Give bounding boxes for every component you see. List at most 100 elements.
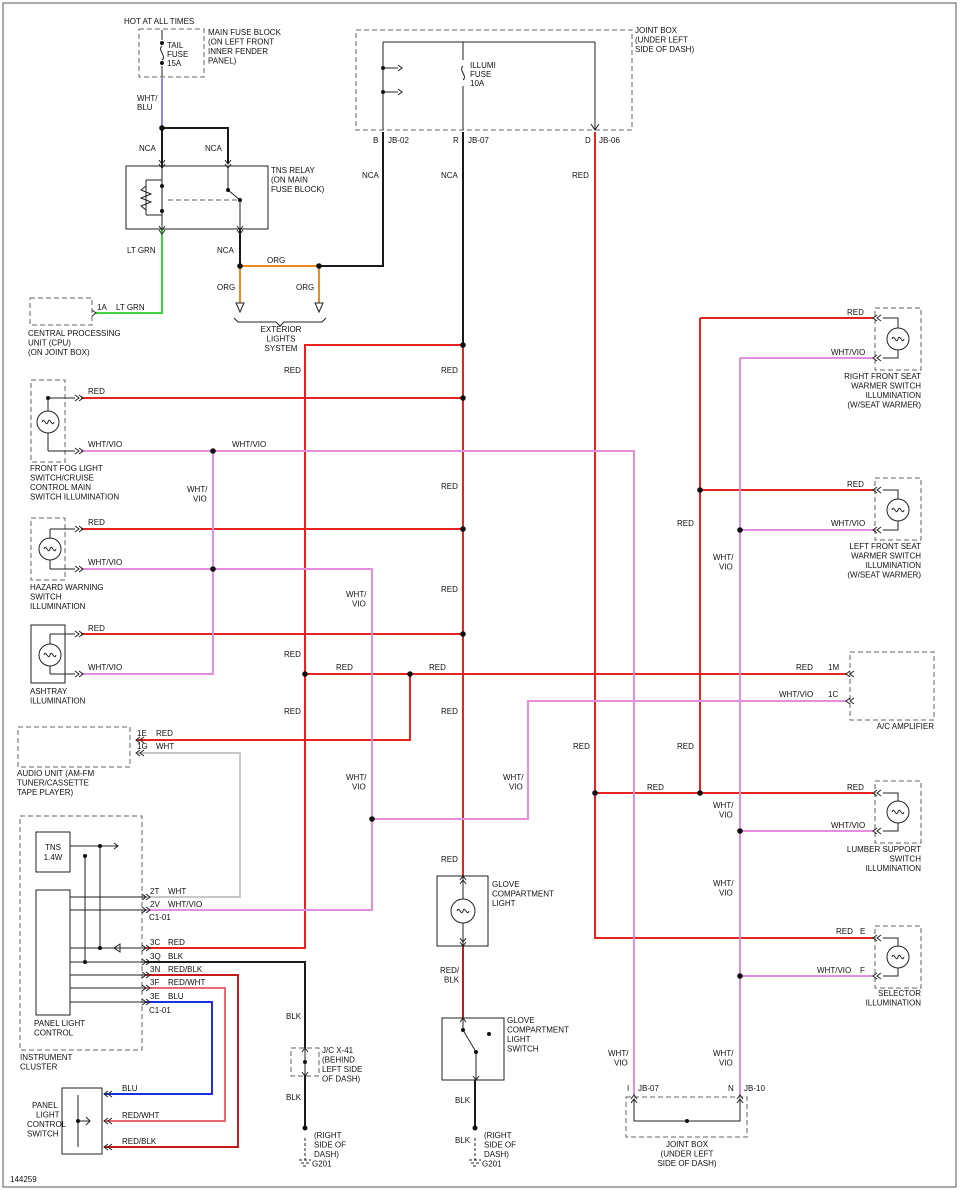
org-label-3: ORG bbox=[296, 283, 314, 292]
pin-1g: 1G bbox=[137, 742, 148, 751]
tail-fuse-box bbox=[138, 28, 205, 78]
red-label-fog: RED bbox=[88, 387, 105, 396]
pin-2v: 2V bbox=[150, 900, 160, 909]
red-label-3c: RED bbox=[168, 938, 185, 947]
wht-vio-label-lf: WHT/VIO bbox=[831, 519, 865, 528]
selector-illumination-box bbox=[874, 925, 922, 989]
blu-label-switch: BLU bbox=[122, 1084, 138, 1093]
wire-blk-cluster-ground bbox=[146, 961, 306, 1128]
red-label-glove: RED bbox=[441, 855, 458, 864]
ac-amplifier-box bbox=[849, 651, 935, 721]
c101-label-2: C1-01 bbox=[149, 1006, 171, 1015]
red-label-c9: RED bbox=[441, 707, 458, 716]
jb10-label: JB-10 bbox=[744, 1084, 765, 1093]
red-label-c8: RED bbox=[284, 707, 301, 716]
wht-label-2t: WHT bbox=[168, 887, 186, 896]
red-blk-label-3n: RED/BLK bbox=[168, 965, 203, 974]
jc-x41-box bbox=[290, 1047, 320, 1077]
wht-label-audio: WHT bbox=[156, 742, 174, 751]
ground-g201-left bbox=[299, 1138, 311, 1167]
nca-label-2: NCA bbox=[205, 144, 223, 153]
tail-fuse bbox=[160, 30, 164, 77]
wht-vio-label-stack-1: WHT/VIO bbox=[187, 485, 208, 504]
ground-g201-right bbox=[469, 1138, 481, 1167]
wht-vio-label-selector: WHT/VIO bbox=[817, 966, 851, 975]
nca-label-1: NCA bbox=[139, 144, 157, 153]
pin-n: N bbox=[728, 1084, 734, 1093]
wire-red-jb06 bbox=[594, 132, 873, 939]
wht-vio-label-rf: WHT/VIO bbox=[831, 348, 865, 357]
wht-vio-label-stack-5: WHT/VIO bbox=[713, 553, 734, 572]
joint-box-bottom bbox=[625, 1096, 748, 1138]
org-label-1: ORG bbox=[267, 256, 285, 265]
pin-1m: 1M bbox=[828, 663, 839, 672]
red-label-audio: RED bbox=[156, 729, 173, 738]
red-label-hazard: RED bbox=[88, 518, 105, 527]
hot-at-all-times-label: HOT AT ALL TIMES bbox=[124, 17, 194, 26]
joint-box-top-bus bbox=[382, 41, 596, 130]
jb07-label-bottom: JB-07 bbox=[638, 1084, 659, 1093]
wires bbox=[81, 78, 873, 1148]
wire-red-audio bbox=[136, 674, 411, 741]
wht-vio-label-fog: WHT/VIO bbox=[88, 440, 122, 449]
red-label-rf: RED bbox=[847, 308, 864, 317]
lt-grn-label-2: LT GRN bbox=[116, 303, 145, 312]
red-blk-label-switch: RED/BLK bbox=[122, 1137, 157, 1146]
pin-1a: 1A bbox=[97, 303, 107, 312]
glove-switch-box bbox=[441, 1017, 505, 1081]
jb07-label-top: JB-07 bbox=[468, 136, 489, 145]
wire-wht-vio-fog bbox=[81, 450, 635, 1095]
audio-unit-box bbox=[17, 726, 131, 768]
wht-vio-label-stack-6: WHT/VIO bbox=[713, 801, 734, 820]
red-label-c7: RED bbox=[429, 663, 446, 672]
wire-wht-vio-left-vertical bbox=[81, 451, 373, 911]
red-wht-label-switch: RED/WHT bbox=[122, 1111, 159, 1120]
fog-switch-box bbox=[30, 379, 66, 463]
wht-vio-label-ashtray: WHT/VIO bbox=[88, 663, 122, 672]
figure-number: 144259 bbox=[10, 1175, 37, 1184]
wht-blu-label: WHT/BLU bbox=[137, 94, 158, 112]
rf-seat-warmer-box bbox=[874, 307, 922, 371]
blk-label-cluster-2: BLK bbox=[286, 1093, 302, 1102]
pin-i-label: I bbox=[627, 1084, 629, 1093]
wire-wht-vio-ac-amp bbox=[372, 700, 846, 820]
connector-chevrons bbox=[74, 159, 882, 1151]
pin-1e: 1E bbox=[137, 729, 147, 738]
exterior-lights-brace bbox=[233, 317, 327, 327]
pin-3c: 3C bbox=[150, 938, 160, 947]
red-label-c2: RED bbox=[441, 366, 458, 375]
pin-f: F bbox=[860, 966, 865, 975]
pin-r: R bbox=[453, 136, 459, 145]
wire-red-blk-switch bbox=[104, 974, 239, 1148]
tns-relay-box bbox=[125, 165, 269, 230]
pin-b: B bbox=[373, 136, 378, 145]
wire-org bbox=[239, 265, 320, 303]
red-label-r2: RED bbox=[573, 742, 590, 751]
red-blk-label-glove: RED/BLK bbox=[440, 966, 460, 985]
lt-grn-label-1: LT GRN bbox=[127, 246, 156, 255]
panel-light-control-box bbox=[35, 889, 71, 1016]
lf-seat-warmer-box bbox=[874, 477, 922, 541]
wht-vio-label-stack-9: WHT/VIO bbox=[713, 1049, 734, 1068]
red-label-lumber-2: RED bbox=[847, 783, 864, 792]
org-label-2: ORG bbox=[217, 283, 235, 292]
jb02-label: JB-02 bbox=[388, 136, 409, 145]
blk-label-3q: BLK bbox=[168, 952, 184, 961]
red-label-r1: RED bbox=[677, 519, 694, 528]
wht-vio-label-hazard: WHT/VIO bbox=[88, 558, 122, 567]
